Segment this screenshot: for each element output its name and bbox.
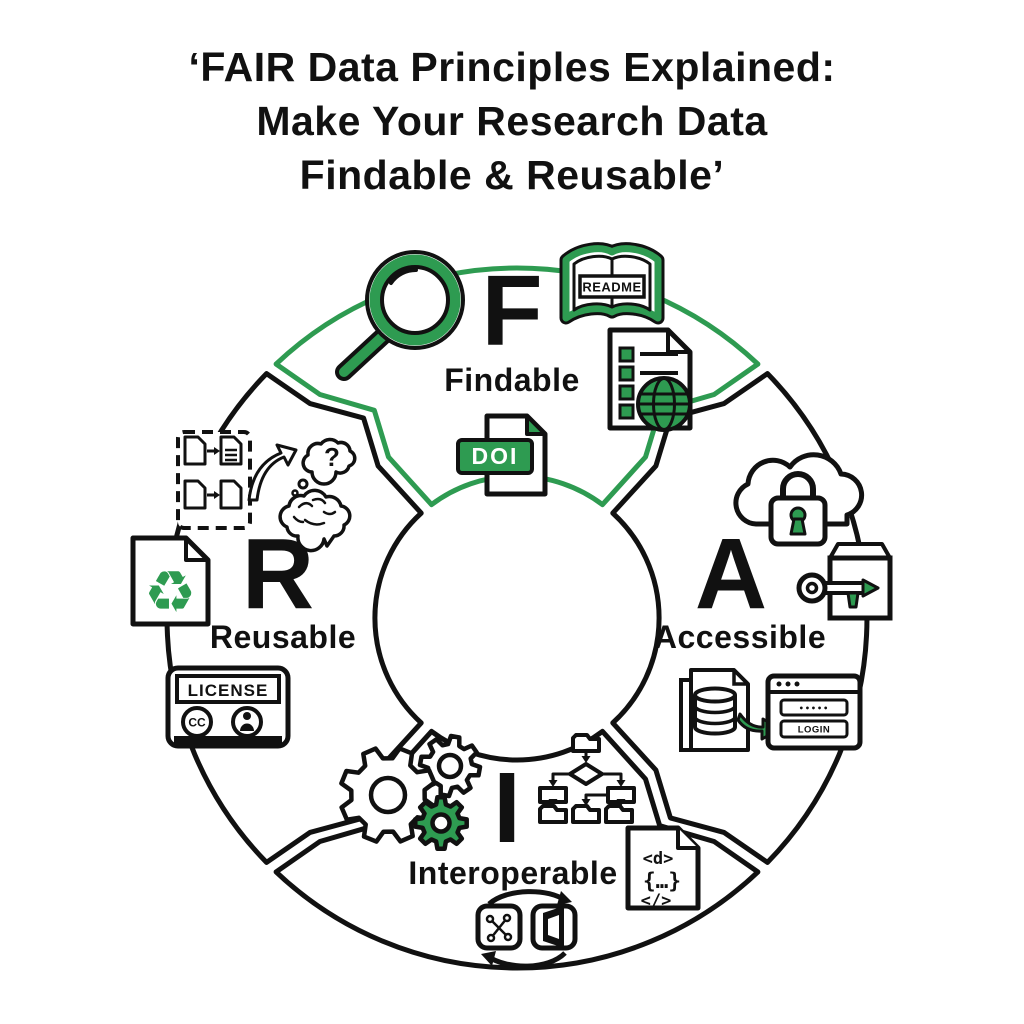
gears-icon (339, 733, 483, 851)
recycle-document-icon: ♻ (130, 535, 211, 627)
quadrant-letter-reusable: R (242, 518, 314, 630)
person-icon (231, 706, 263, 738)
app-tile-right (530, 903, 578, 951)
readme-label: README (582, 280, 641, 295)
flowchart-icon (538, 733, 636, 824)
quadrant-letter-findable: F (481, 255, 542, 367)
code-line-3: </> (641, 891, 672, 911)
quadrant-letter-interoperable: I (493, 752, 521, 864)
login-window-icon: ••••• LOGIN (765, 673, 863, 751)
brain-icon (278, 488, 352, 553)
transform-arrow-icon (247, 443, 298, 502)
quadrant-label-reusable: Reusable (210, 619, 356, 655)
globe-icon (636, 376, 692, 432)
key-icon (796, 572, 880, 609)
password-mask: ••••• (799, 704, 830, 713)
thought-bubble-icon: ? (291, 437, 357, 497)
document-transform-icon (176, 430, 298, 530)
gear-green-icon (413, 795, 469, 851)
password-field (779, 698, 849, 717)
app-tile-left (475, 903, 523, 951)
title-line-1: ‘FAIR Data Principles Explained: (188, 44, 836, 90)
padlock-icon (768, 471, 828, 547)
cloud-lock-icon (733, 452, 865, 547)
license-badge-icon: LICENSE CC (165, 665, 291, 749)
quadrant-letter-accessible: A (695, 518, 767, 630)
question-mark: ? (324, 442, 340, 472)
cycle-arrow-bottom (485, 951, 567, 969)
login-button (779, 719, 849, 739)
title-line-2: Make Your Research Data (256, 98, 768, 144)
license-label: LICENSE (188, 681, 269, 700)
brain-question-icon: ? (278, 437, 357, 553)
code-line-2: {…} (643, 869, 681, 893)
magnifying-glass-icon (335, 250, 465, 381)
readme-book-icon: README (559, 242, 665, 325)
page-title: ‘FAIR Data Principles Explained: Make Yo… (0, 40, 1024, 202)
code-document-icon: <d> {…} </> (625, 825, 701, 911)
quadrant-label-interoperable: Interoperable (408, 855, 617, 891)
doi-label: DOI (472, 443, 519, 469)
cloud-icon (733, 452, 865, 527)
database-export-login-icon: ••••• LOGIN (679, 668, 863, 752)
recycle-icon: ♻ (144, 558, 196, 626)
metadata-checklist-icon (607, 327, 693, 432)
quadrant-label-findable: Findable (444, 362, 580, 398)
code-line-1: <d> (643, 849, 674, 869)
doi-document-icon: DOI (456, 413, 548, 497)
database-icon (693, 686, 737, 736)
key-box-icon (796, 542, 893, 621)
title-line-3: Findable & Reusable’ (299, 152, 725, 198)
format-exchange-icon (475, 889, 578, 969)
cc-label: CC (188, 716, 206, 730)
login-label: LOGIN (798, 725, 831, 736)
cc-icon: CC (181, 706, 213, 738)
gear-large-icon (339, 746, 437, 844)
quadrant-label-accessible: Accessible (654, 619, 826, 655)
